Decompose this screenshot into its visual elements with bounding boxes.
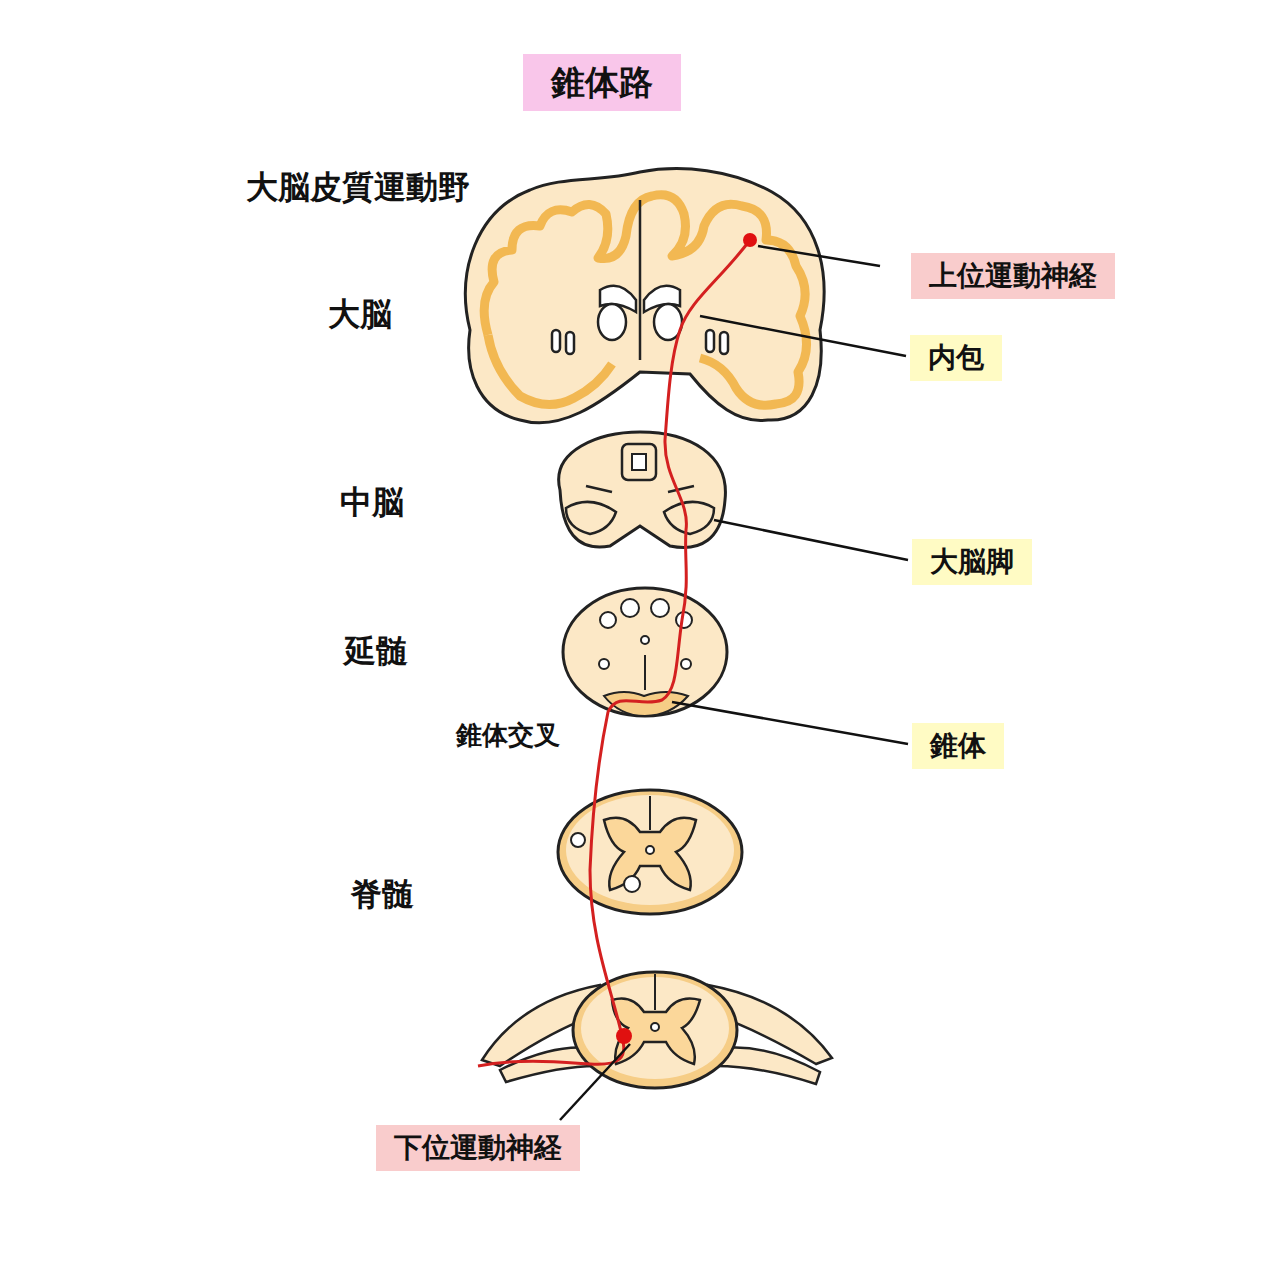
leader-lines bbox=[560, 246, 908, 1120]
callout-box: 大脳脚 bbox=[912, 539, 1032, 585]
spinal-cord-section bbox=[558, 790, 742, 914]
callout-text: 内包 bbox=[928, 341, 984, 375]
title-text: 錐体路 bbox=[551, 62, 653, 102]
region-label: 大脳皮質運動野 bbox=[246, 166, 470, 210]
callout-box: 下位運動神経 bbox=[376, 1125, 580, 1171]
callout-text: 錐体 bbox=[930, 729, 986, 763]
midbrain-section bbox=[559, 432, 726, 547]
region-label: 脊髄 bbox=[350, 873, 414, 917]
cerebrum-section bbox=[465, 169, 824, 423]
region-label: 錐体交叉 bbox=[456, 718, 560, 753]
callout-box: 内包 bbox=[910, 335, 1002, 381]
region-label: 延髄 bbox=[344, 630, 408, 674]
upper-neuron-dot bbox=[743, 233, 757, 247]
callout-text: 上位運動神経 bbox=[929, 259, 1097, 293]
callout-text: 大脳脚 bbox=[930, 545, 1014, 579]
region-label: 中脳 bbox=[340, 481, 404, 525]
motor-pathway bbox=[478, 240, 750, 1066]
medulla-section bbox=[563, 588, 727, 716]
callout-text: 下位運動神経 bbox=[394, 1131, 562, 1165]
lower-neuron-dot bbox=[616, 1028, 632, 1044]
spinal-cord-with-nerves bbox=[482, 972, 832, 1088]
callout-box: 上位運動神経 bbox=[911, 253, 1115, 299]
callout-box: 錐体 bbox=[912, 723, 1004, 769]
region-label: 大脳 bbox=[328, 293, 392, 337]
title-box: 錐体路 bbox=[523, 54, 681, 111]
